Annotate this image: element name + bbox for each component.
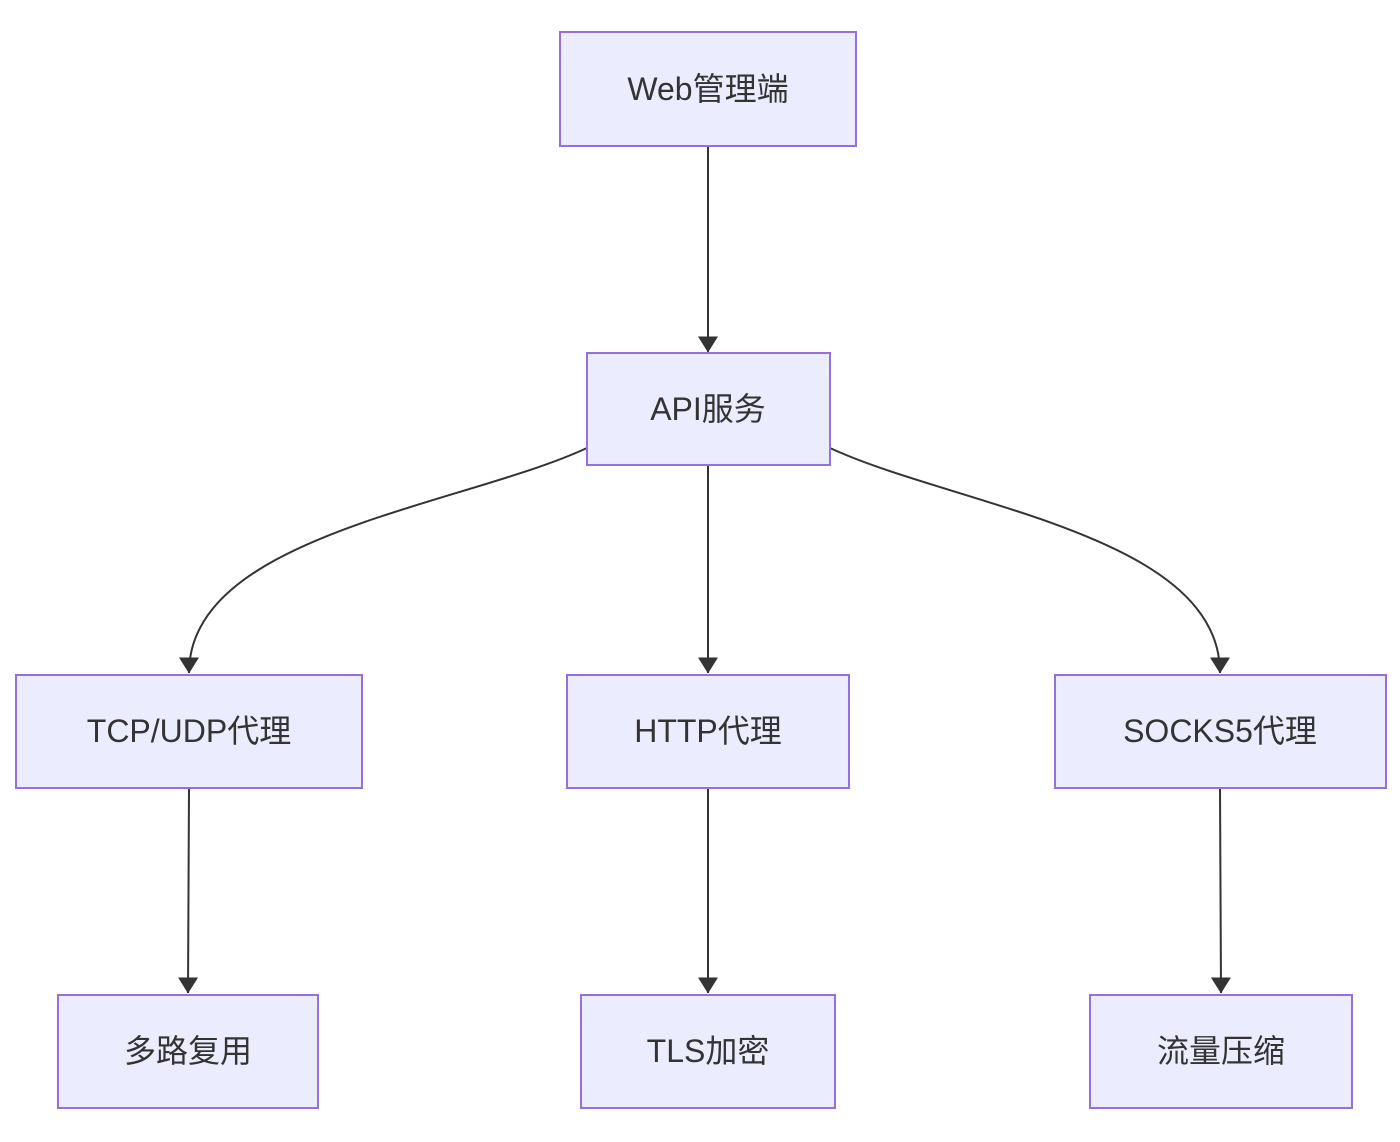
node-tcp-udp-proxy-label: TCP/UDP代理 xyxy=(87,713,291,749)
node-tls-encryption: TLS加密 xyxy=(580,994,836,1109)
node-tls-encryption-label: TLS加密 xyxy=(647,1033,770,1069)
edge-api-service-to-socks5-proxy xyxy=(829,447,1230,674)
diagram-edges xyxy=(178,146,1231,994)
node-traffic-compression: 流量压缩 xyxy=(1089,994,1353,1109)
node-tcp-udp-proxy: TCP/UDP代理 xyxy=(15,674,363,789)
node-socks5-proxy-label: SOCKS5代理 xyxy=(1123,713,1317,749)
node-tls-encryption-box xyxy=(580,994,836,1109)
node-multiplexing-label: 多路复用 xyxy=(124,1033,252,1069)
node-web-admin-label: Web管理端 xyxy=(627,71,788,107)
edge-socks5-proxy-to-traffic-compression xyxy=(1210,787,1231,994)
node-multiplexing: 多路复用 xyxy=(57,994,319,1109)
node-socks5-proxy-box xyxy=(1054,674,1387,789)
node-traffic-compression-label: 流量压缩 xyxy=(1157,1033,1285,1069)
node-http-proxy: HTTP代理 xyxy=(566,674,850,789)
edge-tcp-udp-proxy-to-multiplexing xyxy=(178,787,199,994)
node-http-proxy-box xyxy=(566,674,850,789)
node-traffic-compression-box xyxy=(1089,994,1353,1109)
node-socks5-proxy: SOCKS5代理 xyxy=(1054,674,1387,789)
node-tcp-udp-proxy-box xyxy=(15,674,363,789)
node-http-proxy-label: HTTP代理 xyxy=(634,713,782,749)
edge-api-service-to-tcp-udp-proxy xyxy=(179,447,588,674)
node-api-service-box xyxy=(586,352,831,466)
node-api-service: API服务 xyxy=(586,352,831,466)
node-web-admin: Web管理端 xyxy=(559,31,857,147)
node-multiplexing-box xyxy=(57,994,319,1109)
node-web-admin-box xyxy=(559,31,857,147)
node-api-service-label: API服务 xyxy=(650,391,766,427)
